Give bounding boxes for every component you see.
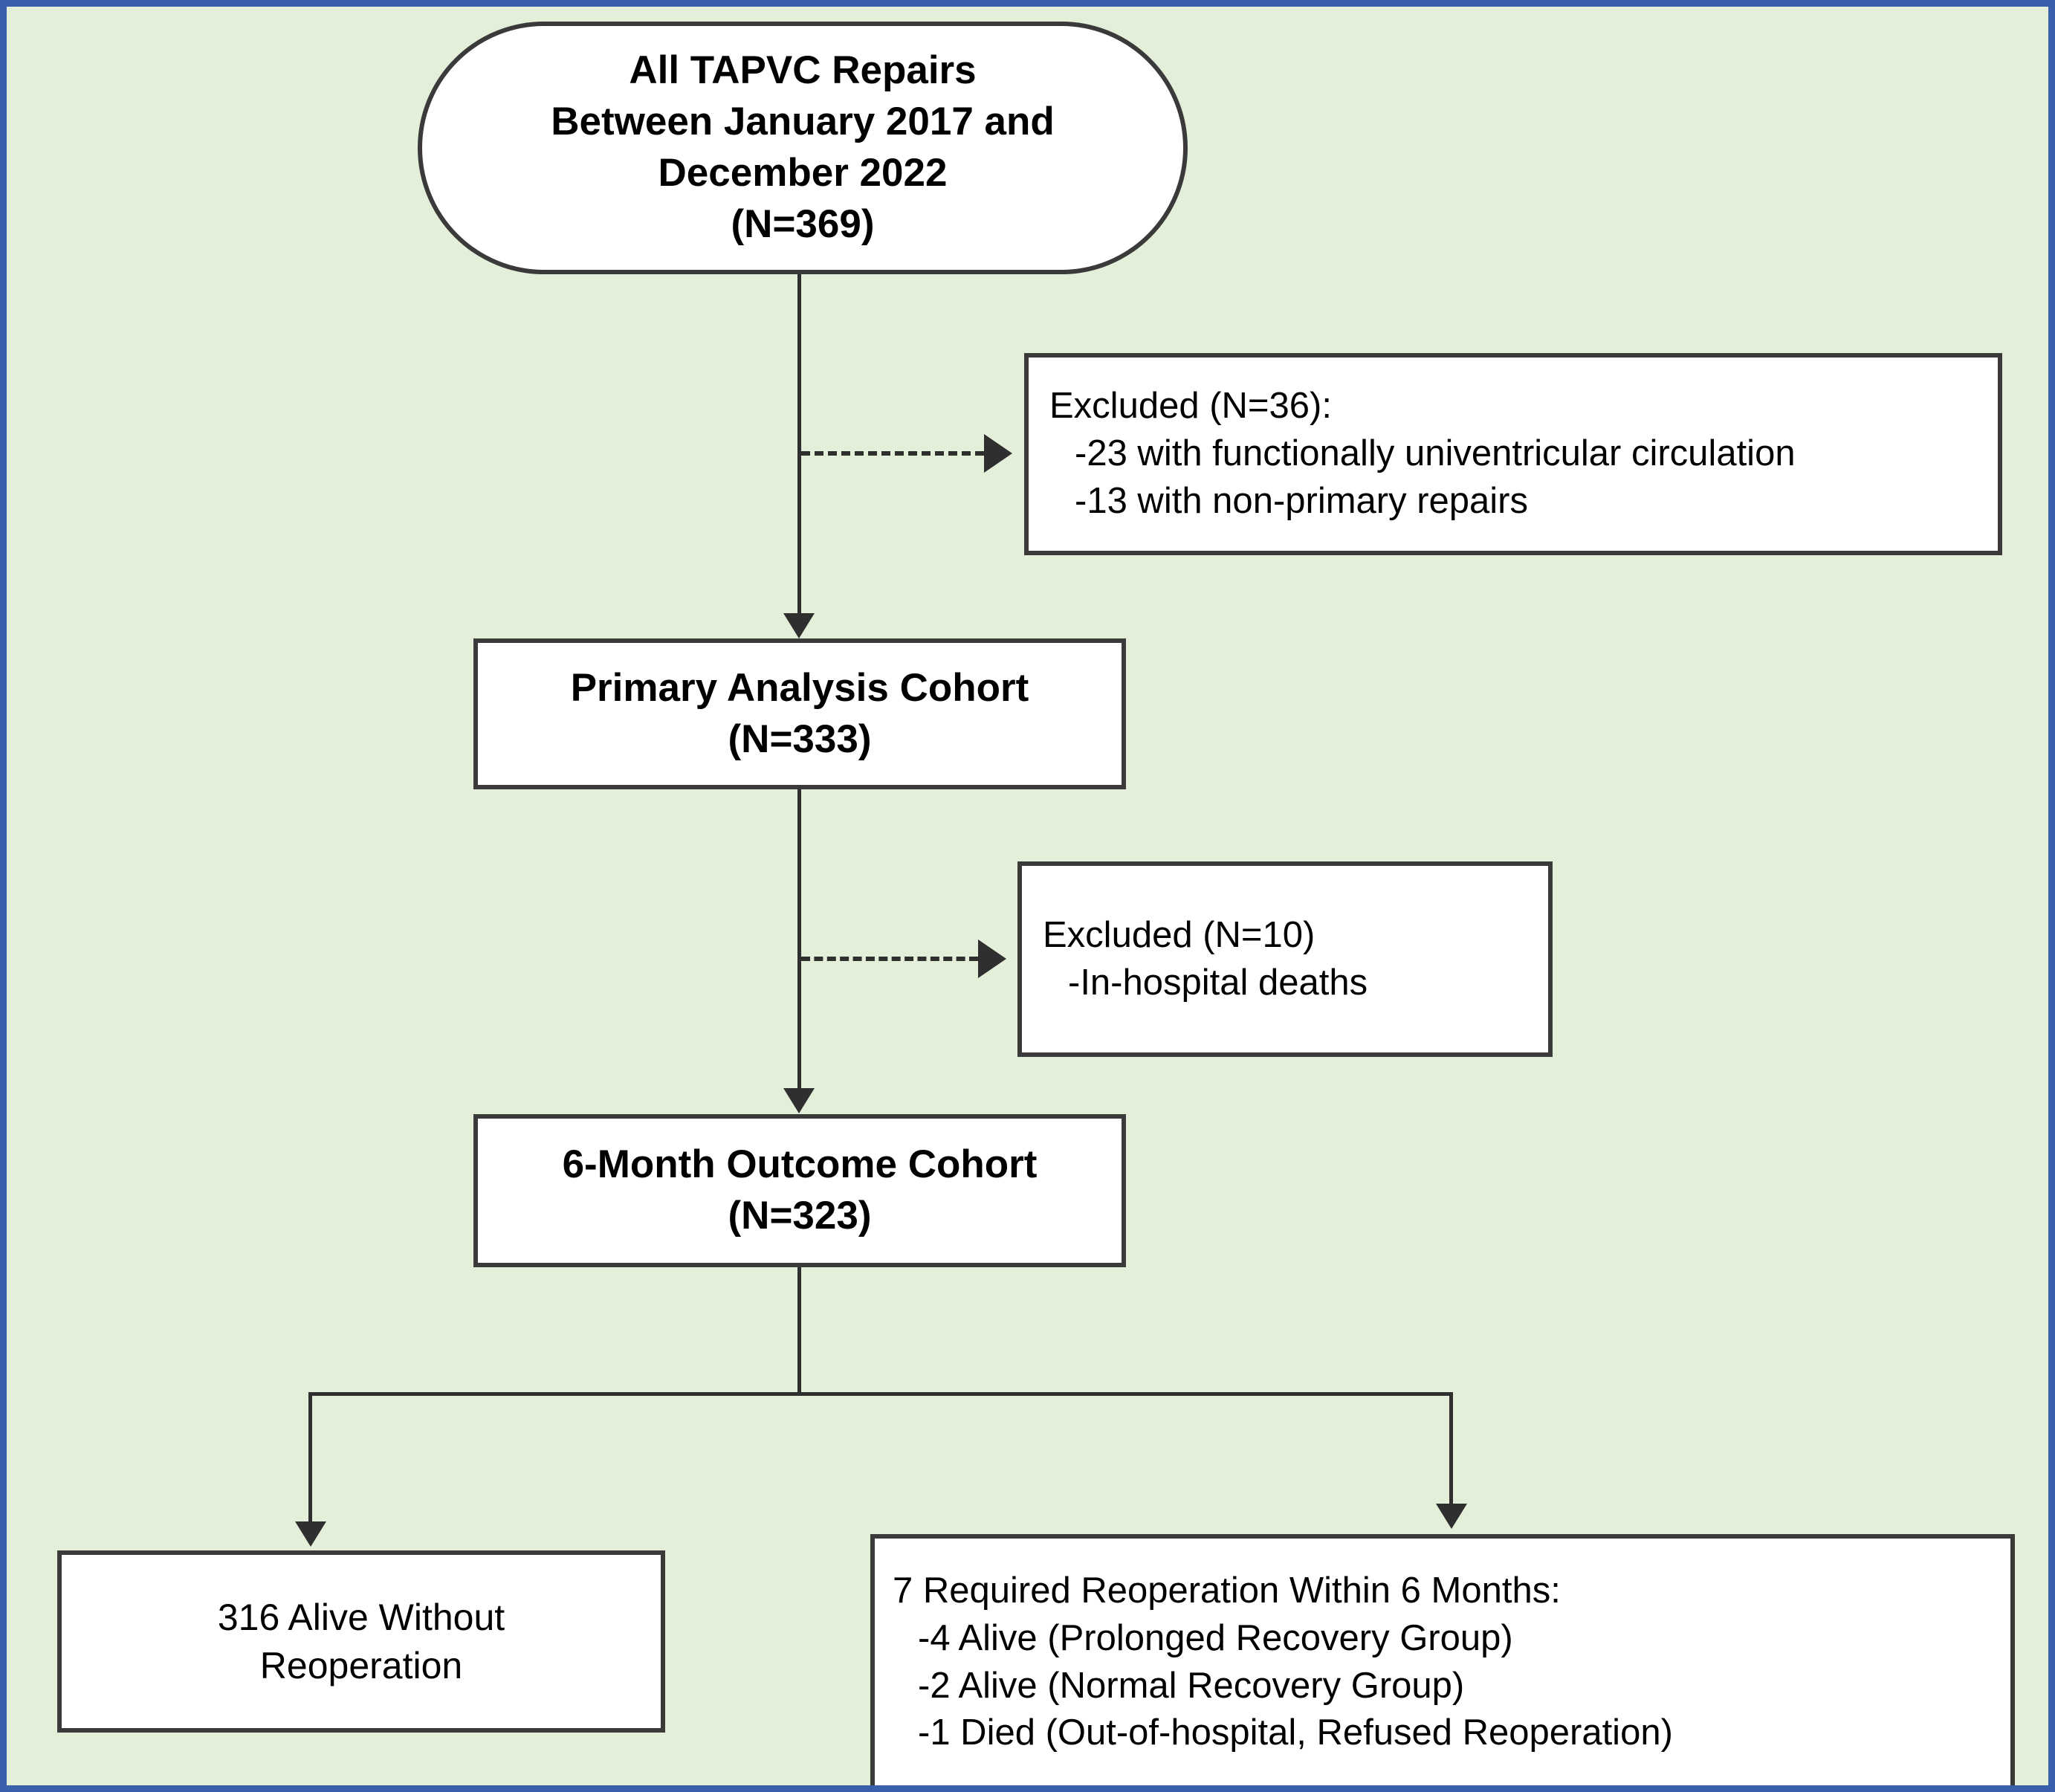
node-line: December 2022 [658,151,948,195]
node-line: -1 Died (Out-of-hospital, Refused Reoper… [918,1712,1673,1753]
arrowhead-into-primary-cohort [783,613,815,638]
node-line: All TAPVC Repairs [629,48,977,93]
node-line: -23 with functionally univentricular cir… [1075,433,1796,474]
node-line: -2 Alive (Normal Recovery Group) [918,1665,1465,1706]
node-line: (N=323) [728,1194,872,1238]
arrowhead-into-reoperation [1436,1504,1467,1529]
connector-to-reoperation [1449,1392,1453,1505]
connector-source-to-excluded-1 [801,451,984,456]
node-line: -In-hospital deaths [1068,962,1368,1003]
node-excluded-2: Excluded (N=10) -In-hospital deaths [1017,861,1553,1057]
arrowhead-into-sixmonth-cohort [783,1088,815,1113]
node-line: Excluded (N=36): [1049,386,1332,427]
node-line: 316 Alive Without [217,1596,505,1638]
connector-primary-to-excluded-2 [801,957,978,961]
node-required-reoperation: 7 Required Reoperation Within 6 Months: … [870,1534,2015,1785]
node-line: (N=333) [728,717,872,761]
node-primary-analysis-cohort: Primary Analysis Cohort (N=333) [473,638,1126,789]
connector-primary-to-sixmonth [797,789,801,1090]
node-excluded-1: Excluded (N=36): -23 with functionally u… [1024,353,2002,555]
connector-sixmonth-down [797,1267,801,1395]
node-line: 7 Required Reoperation Within 6 Months: [893,1571,1561,1611]
node-line: Reoperation [259,1644,463,1686]
arrowhead-into-excluded-1 [984,434,1012,473]
node-line: 6-Month Outcome Cohort [562,1142,1038,1187]
node-line: Primary Analysis Cohort [570,665,1029,710]
node-six-month-outcome-cohort: 6-Month Outcome Cohort (N=323) [473,1114,1126,1267]
connector-to-alive-no-reop [308,1392,312,1523]
arrowhead-into-excluded-2 [978,939,1006,978]
node-line: -13 with non-primary repairs [1075,480,1528,521]
connector-split-horizontal [308,1392,1453,1396]
arrowhead-into-alive-no-reop [295,1521,326,1547]
connector-source-to-primary [797,274,801,615]
node-line: Between January 2017 and [551,100,1055,144]
node-alive-without-reoperation: 316 Alive Without Reoperation [57,1550,665,1733]
node-line: -4 Alive (Prolonged Recovery Group) [918,1617,1513,1658]
node-line: (N=369) [731,201,875,246]
node-all-tapvc-repairs: All TAPVC Repairs Between January 2017 a… [418,22,1188,274]
node-line: Excluded (N=10) [1043,914,1315,955]
